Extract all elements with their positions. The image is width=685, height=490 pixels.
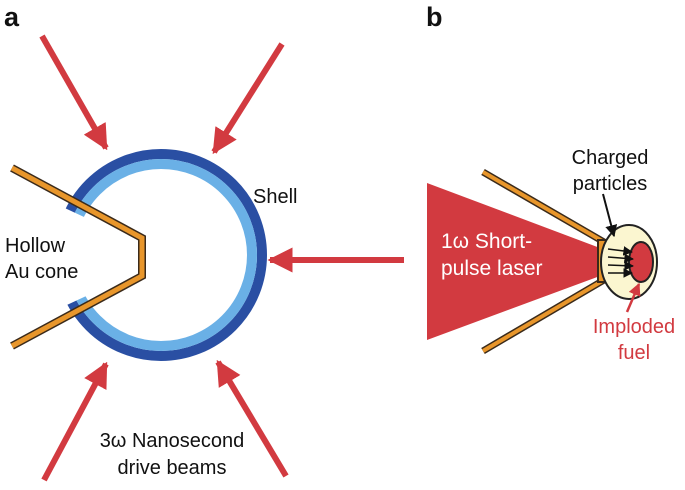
fuel-pointer-arrow — [625, 282, 641, 313]
drive-beam-arrow-top-right — [211, 42, 285, 155]
laser-label-line1: 1ω Short- — [441, 230, 532, 253]
drive-beam-arrow-bottom-left — [41, 361, 109, 482]
imploded-fuel — [628, 241, 654, 283]
drive-beam-arrow-top-left — [39, 34, 109, 151]
fuel-label-line2: fuel — [618, 342, 650, 364]
panel-a-letter: a — [4, 2, 20, 32]
panel-b-letter: b — [426, 2, 443, 32]
charged-particle-arrows — [607, 246, 634, 278]
particles-label-line2: particles — [573, 173, 647, 195]
laser-label-line2: pulse laser — [441, 257, 543, 280]
particles-label-line1: Charged — [572, 147, 649, 169]
shell-label: Shell — [253, 186, 297, 208]
beams-label-line2: drive beams — [118, 457, 227, 479]
particles-pointer-arrow — [602, 193, 618, 238]
beams-label-line1: 3ω Nanosecond — [100, 430, 245, 452]
short-pulse-laser-beam — [427, 183, 600, 340]
drive-beam-arrows — [39, 34, 404, 482]
cone-label-line1: Hollow — [5, 235, 66, 257]
fuel-label-line1: Imploded — [593, 316, 675, 338]
cone-label-line2: Au cone — [5, 261, 78, 283]
drive-beam-arrow-bottom-right — [215, 359, 289, 478]
hollow-au-cone — [0, 164, 146, 350]
